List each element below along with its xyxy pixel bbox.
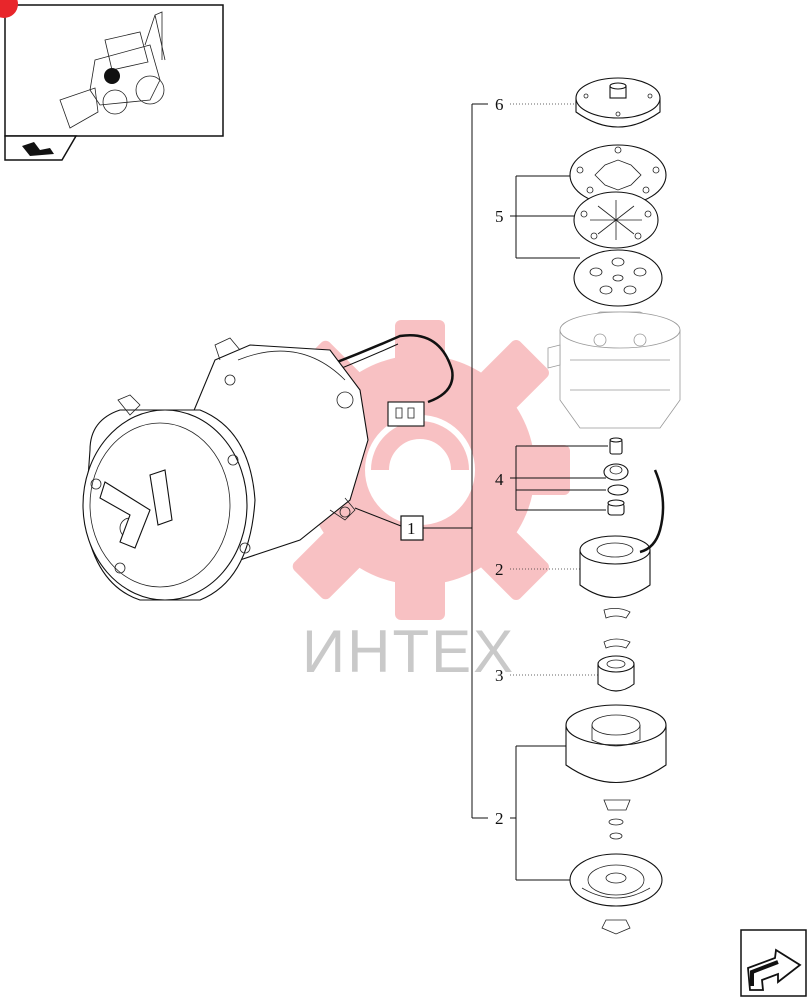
backhoe-loader-thumbnail bbox=[59, 11, 166, 129]
compressor-assembly bbox=[82, 333, 454, 601]
callout-1: 1 bbox=[354, 507, 424, 541]
reference-bracket bbox=[423, 103, 488, 819]
watermark-text: ИНТЕХ bbox=[302, 618, 515, 685]
part-6-cover bbox=[575, 77, 661, 128]
compressor-body-ghost bbox=[547, 311, 681, 429]
svg-text:1: 1 bbox=[407, 519, 416, 538]
callout-3: 3 bbox=[495, 666, 504, 685]
callout-2-upper: 2 bbox=[495, 560, 504, 579]
callout-2-lower: 2 bbox=[495, 809, 504, 828]
callout-4-bracket bbox=[510, 445, 608, 511]
part-2-pulley bbox=[565, 704, 667, 935]
thumbnail-panel[interactable] bbox=[4, 4, 224, 137]
part-5-plate-middle bbox=[573, 191, 659, 249]
callout-5-bracket bbox=[510, 175, 580, 259]
callout-2-lower-bracket bbox=[510, 745, 572, 881]
part-4-components bbox=[603, 437, 629, 516]
part-2-coil bbox=[579, 469, 665, 619]
corner-marker bbox=[0, 0, 18, 18]
next-page-arrow-icon[interactable] bbox=[740, 929, 807, 997]
section-arrow-icon[interactable] bbox=[4, 135, 78, 161]
callout-6: 6 bbox=[495, 95, 504, 114]
callout-5: 5 bbox=[495, 207, 504, 226]
part-5-plate-bottom bbox=[573, 249, 663, 307]
callout-4: 4 bbox=[495, 470, 504, 489]
part-3-bearing bbox=[597, 638, 635, 692]
